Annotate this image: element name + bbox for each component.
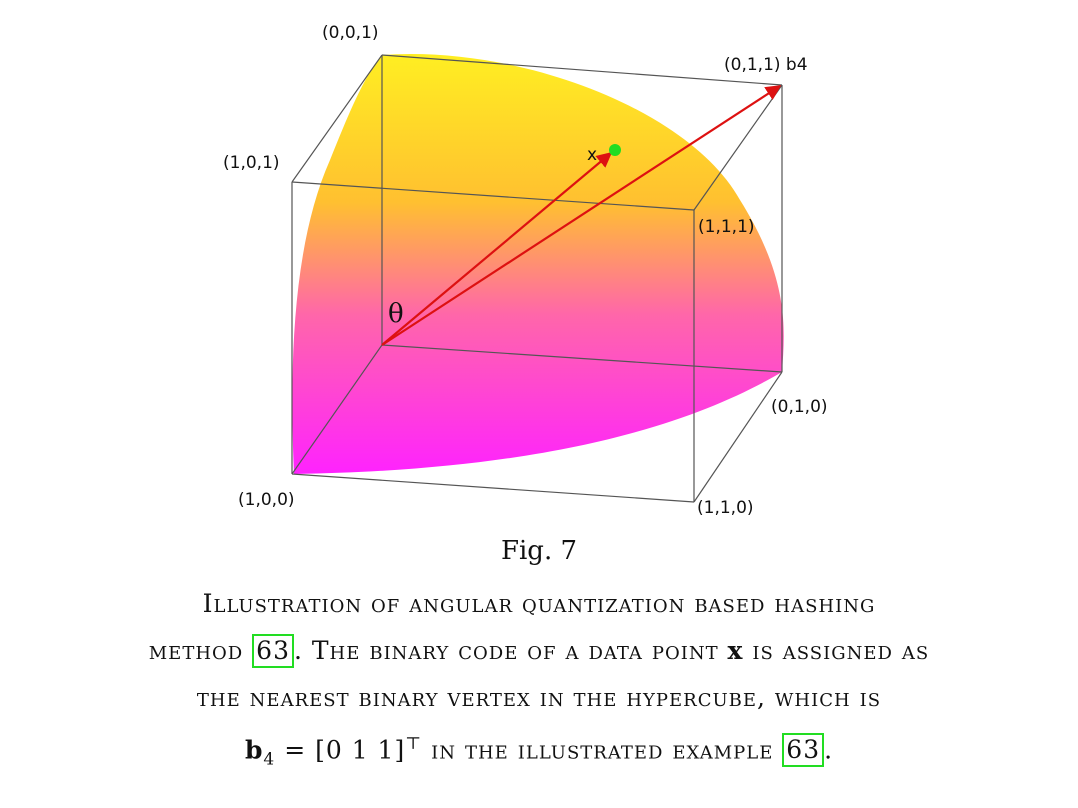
label-x: x (587, 145, 597, 165)
hypercube-diagram: (0,0,1) (0,1,1) b4 (1,0,1) (1,1,1) (0,1,… (223, 23, 828, 518)
edge-origin-010 (381, 344, 783, 373)
math-b-subscript: 4 (263, 749, 276, 770)
data-point-x (609, 144, 621, 156)
label-011: (0,1,1) b4 (724, 55, 808, 75)
caption-text: . The binary code of a data point (293, 636, 728, 665)
label-theta: θ (388, 299, 404, 329)
label-010: (0,1,0) (771, 397, 828, 417)
edge-011-111 (693, 84, 783, 211)
edge-100-110 (291, 473, 695, 503)
caption-line-4: b4 = [0 1 1]⊤ in the illustrated example… (20, 721, 1058, 783)
citation-link[interactable]: 63 (782, 733, 825, 768)
math-transpose: ⊤ (405, 734, 423, 754)
math-x: x (727, 636, 744, 665)
caption-line-2: method 63. The binary code of a data poi… (20, 627, 1058, 674)
cube-edges (291, 54, 783, 503)
figure: (0,0,1) (0,1,1) b4 (1,0,1) (1,1,1) (0,1,… (223, 23, 828, 518)
edge-origin-100 (291, 344, 383, 475)
edge-001-101 (291, 54, 383, 183)
label-001: (0,0,1) (322, 23, 379, 43)
arrow-to-b4 (381, 85, 782, 346)
caption-text: in the illustrated example (422, 735, 783, 765)
math-vector: = [0 1 1] (275, 735, 406, 765)
label-101: (1,0,1) (223, 153, 280, 173)
label-110: (1,1,0) (697, 498, 754, 518)
citation-link[interactable]: 63 (252, 634, 294, 668)
edge-101-111 (291, 181, 695, 211)
caption-line-1: Illustration of angular quantization bas… (202, 589, 876, 618)
label-100: (1,0,0) (238, 490, 295, 510)
edge-001-011 (381, 54, 783, 86)
caption-text: . (824, 735, 834, 765)
edge-010-110 (693, 371, 783, 503)
caption-text: is assigned as (743, 636, 930, 665)
arrow-to-x (381, 152, 613, 346)
label-111: (1,1,1) (698, 217, 755, 237)
figure-caption: Illustration of angular quantization bas… (20, 580, 1058, 783)
math-b: b (244, 735, 264, 765)
caption-text: method (148, 636, 253, 665)
sphere-octant-surface (292, 53, 784, 474)
figure-number: Fig. 7 (500, 536, 578, 566)
caption-line-3: the nearest binary vertex in the hypercu… (196, 683, 882, 712)
